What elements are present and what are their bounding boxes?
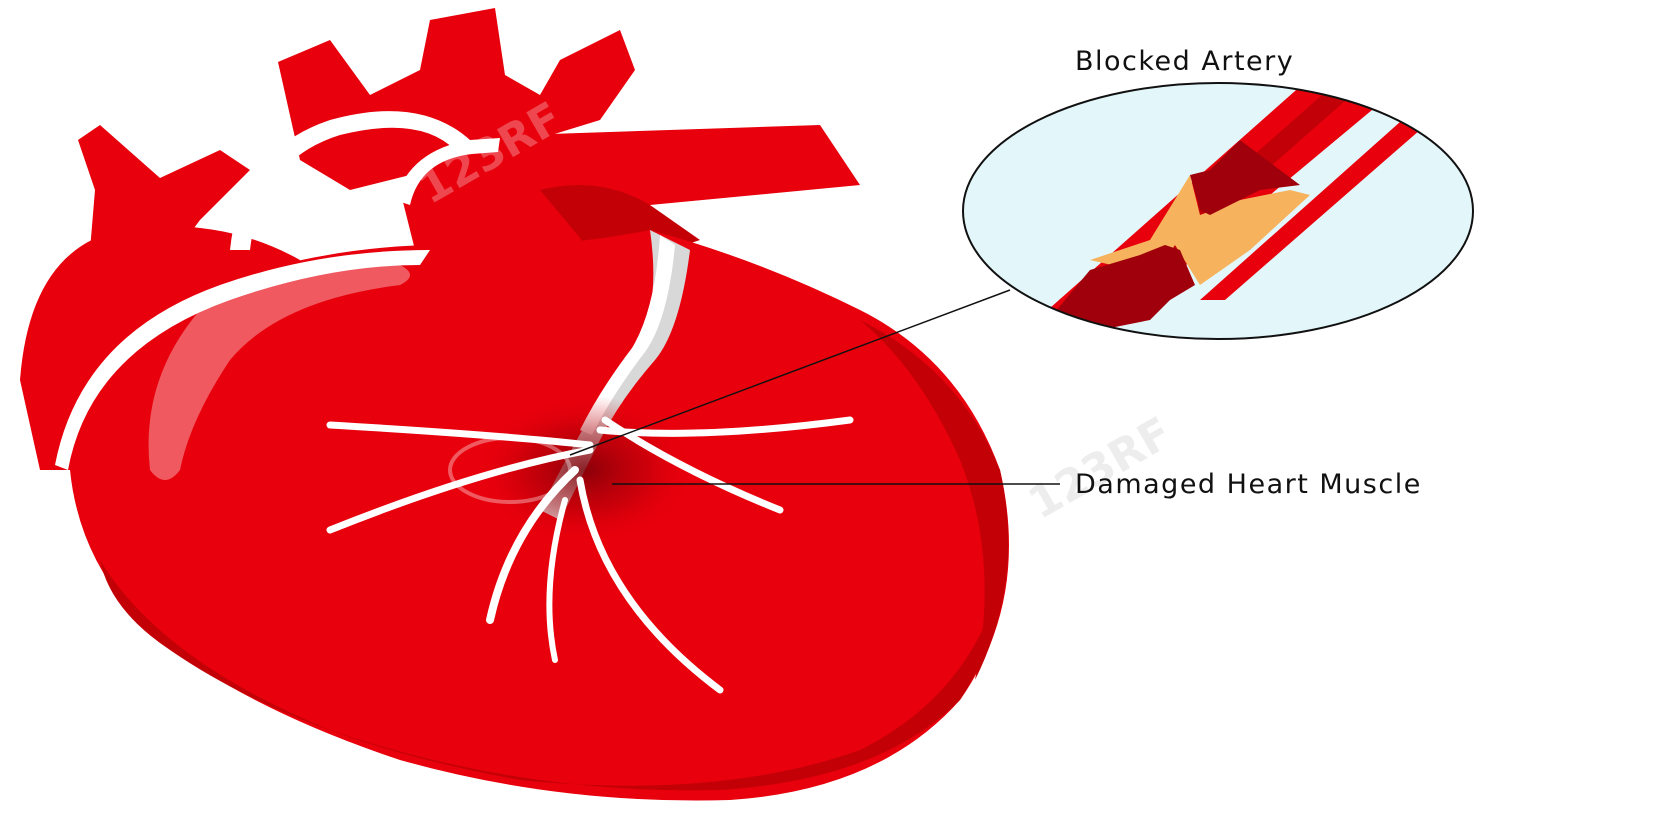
- blocked-artery-label: Blocked Artery: [1075, 46, 1294, 77]
- magnifier-inset: [963, 60, 1473, 370]
- damaged-heart-muscle-label: Damaged Heart Muscle: [1075, 469, 1422, 500]
